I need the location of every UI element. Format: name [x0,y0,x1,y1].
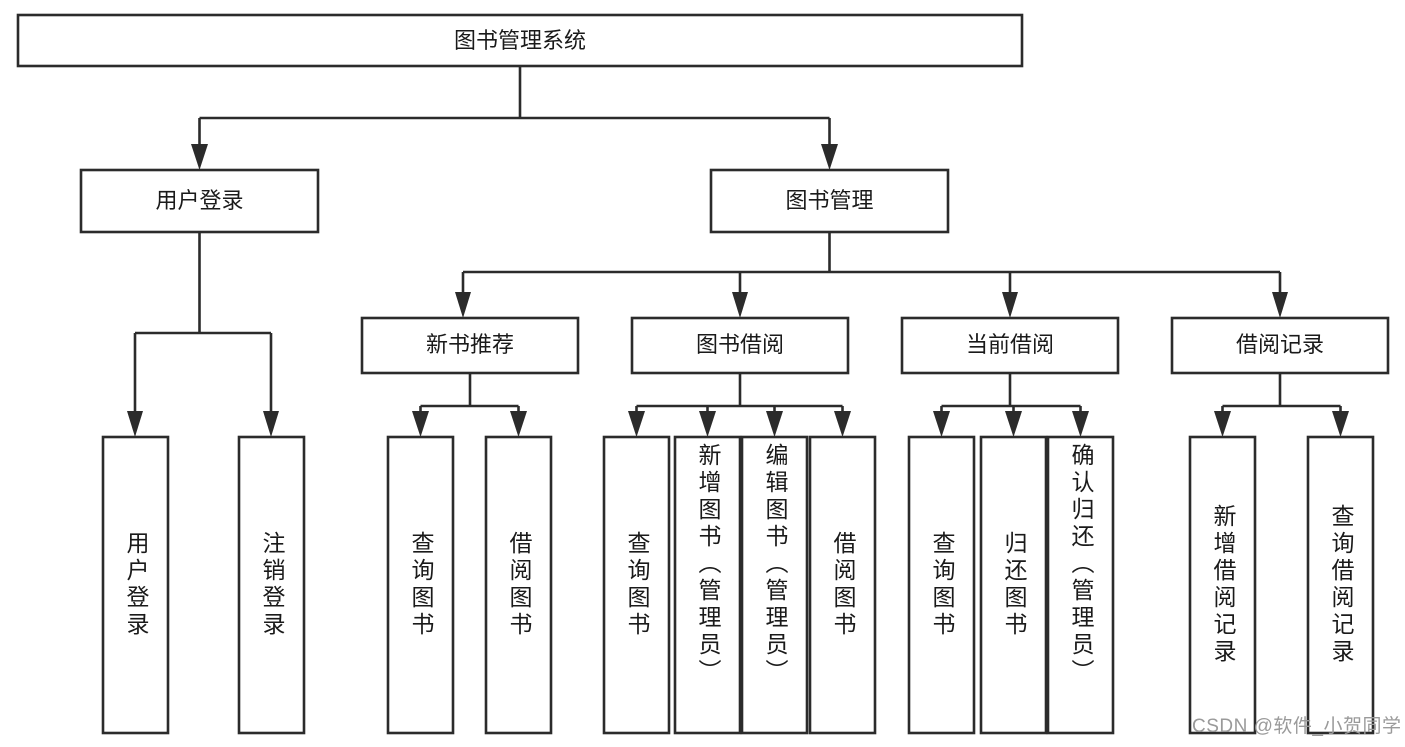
leaf-box-add-record[interactable] [1188,435,1257,735]
leaf-box-add-book[interactable] [673,435,742,735]
csdn-watermark: CSDN @软件_小贺同学 [1192,716,1402,737]
node-current-borrow[interactable]: 当前借阅 [900,316,1120,375]
arrow-head-leaf-confirm-return [1072,411,1089,437]
arrow-head-leaf-edit-book [766,411,783,437]
node-user-login[interactable]: 用户登录 [79,168,320,234]
arrow-head-leaf-add-record [1214,411,1231,437]
arrow-head-leaf-add-book [699,411,716,437]
connector-group-new-books [412,373,527,437]
leaf-box-query-book-1[interactable] [386,435,455,735]
node-borrow-records[interactable]: 借阅记录 [1170,316,1390,375]
connector-group-root [191,66,838,170]
leaf-box-query-record[interactable] [1306,435,1375,735]
node-borrow-records-label: 借阅记录 [1236,332,1324,357]
arrow-head-book-mgmt [821,144,838,170]
leaf-box-return-book[interactable] [979,435,1048,735]
leaf-boxes-group [101,435,1375,735]
node-book-borrow-label: 图书借阅 [696,332,784,357]
arrow-head-leaf-borrow-book-1 [510,411,527,437]
arrow-head-new-books [455,292,471,318]
node-new-book-recommend-box[interactable] [360,316,580,375]
leaf-box-logout[interactable] [237,435,306,735]
node-new-book-recommend-label: 新书推荐 [426,332,514,357]
node-new-book-recommend[interactable]: 新书推荐 [360,316,580,375]
leaf-box-borrow-book-1[interactable] [484,435,553,735]
node-current-borrow-box[interactable] [900,316,1120,375]
leaf-box-query-book-3[interactable] [907,435,976,735]
leaf-box-user-login[interactable] [101,435,170,735]
node-book-management-label: 图书管理 [785,188,873,213]
arrow-head-leaf-query-book-2 [628,411,645,437]
arrow-head-leaf-query-book-3 [933,411,950,437]
arrow-head-leaf-borrow-book-2 [834,411,851,437]
node-root[interactable]: 图书管理系统 [16,13,1024,68]
connector-group-records [1214,373,1349,437]
leaf-box-confirm-return[interactable] [1046,435,1115,735]
connector-group-borrow [628,373,851,437]
arrow-head-records [1272,292,1288,318]
node-book-management-box[interactable] [709,168,950,234]
node-borrow-records-box[interactable] [1170,316,1390,375]
arrow-head-leaf-query-book-1 [412,411,429,437]
arrow-head-leaf-user-login [127,411,143,437]
node-book-borrow[interactable]: 图书借阅 [630,316,850,375]
arrow-head-user-login [191,144,208,170]
arrow-head-leaf-query-record [1332,411,1349,437]
node-book-borrow-box[interactable] [630,316,850,375]
node-book-management[interactable]: 图书管理 [709,168,950,234]
arrow-head-leaf-return-book [1005,411,1022,437]
node-current-borrow-label: 当前借阅 [966,332,1054,357]
node-root-label: 图书管理系统 [454,28,586,53]
node-user-login-box[interactable] [79,168,320,234]
connector-group-book-mgmt [455,232,1288,318]
connector-group-current [933,373,1089,437]
leaf-box-borrow-book-2[interactable] [808,435,877,735]
node-user-login-label: 用户登录 [155,188,243,213]
leaf-box-query-book-2[interactable] [602,435,671,735]
arrow-head-current [1002,292,1018,318]
node-root-box[interactable] [16,13,1024,68]
connector-group-user-login [127,232,279,437]
leaf-box-edit-book[interactable] [740,435,809,735]
arrow-head-borrow [732,292,748,318]
arrow-head-leaf-logout [263,411,279,437]
